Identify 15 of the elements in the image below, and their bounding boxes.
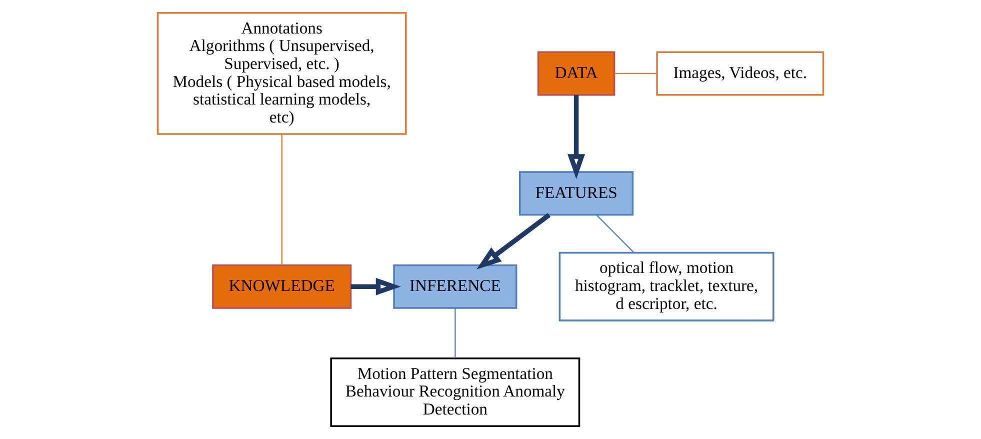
node-box: Images, Videos, etc. <box>656 51 824 96</box>
connector <box>454 308 456 358</box>
node-box: DATA <box>537 51 616 96</box>
connector <box>596 214 634 253</box>
arrow <box>568 95 586 180</box>
node-box: Annotations Algorithms ( Unsupervised, Supervised, etc. ) Models ( Physical based models, statistical learning models, etc) <box>156 12 407 135</box>
node-box: optical flow, motion histogram, tracklet, texture, d escriptor, etc. <box>558 252 774 322</box>
connector <box>614 72 657 74</box>
connector <box>281 134 282 265</box>
node-box: INFERENCE <box>393 264 518 309</box>
arrow <box>350 278 401 296</box>
node-box: FEATURES <box>519 171 634 216</box>
arrow <box>476 213 551 270</box>
node-box: Motion Pattern Segmentation Behaviour Recognition Anomaly Detection <box>330 358 580 427</box>
node-box: KNOWLEDGE <box>212 264 352 309</box>
